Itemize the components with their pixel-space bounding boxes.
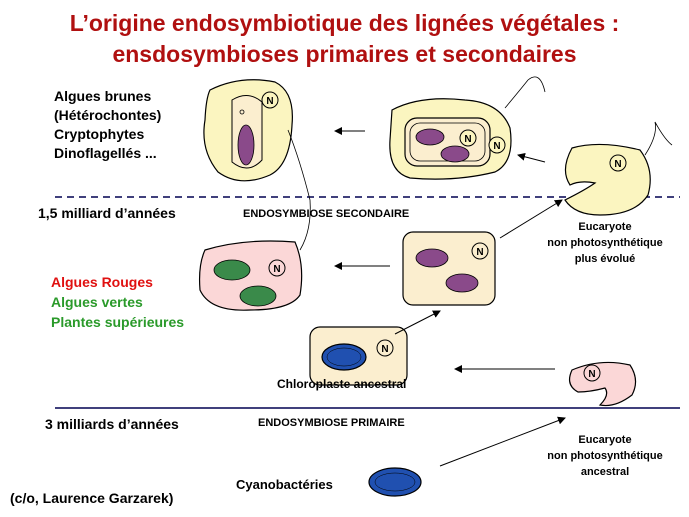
group-label-green-algae: Algues vertes [51,294,143,310]
arrow-euk-to-engulfing [517,152,546,163]
secondary-time-label: 1,5 milliard d’années [38,205,176,221]
title-line-1: L’origine endosymbiotique des lignées vé… [69,10,620,36]
credit-label: (c/o, Laurence Garzarek) [10,490,174,506]
primary-time-label: 3 milliards d’années [45,416,179,432]
svg-text:N: N [614,159,621,170]
nucleus-icon [261,91,279,109]
group-label-dinoflagellates: Dinoflagellés ... [54,145,157,161]
nucleus-icon [488,136,506,154]
primary-event-label: ENDOSYMBIOSE PRIMAIRE [258,417,405,429]
svg-text:N: N [266,96,273,107]
svg-text:N: N [588,369,595,380]
secondary-event-label: ENDOSYMBIOSE SECONDAIRE [243,208,410,220]
arrow-red-to-evolved [499,199,563,239]
group-label-brown-algae: Algues brunes [54,88,152,104]
nucleus-icon [268,259,286,277]
svg-text:N: N [273,264,280,275]
arrow-chloro-to-red [394,310,441,335]
ancestral-chloroplast-cell: N [309,326,408,386]
svg-text:N: N [381,344,388,355]
primary-alga-cell: N [198,240,303,311]
group-label-heterokonts: (Hétérochontes) [54,107,162,123]
brown-alga-cell: N [203,79,311,251]
ancestral-eukaryote-cell: N [568,361,637,407]
group-label-higher-plants: Plantes supérieures [51,314,185,330]
title-line-2: ensdosymbioses primaires et secondaires [112,41,577,67]
nucleus-icon [609,154,627,172]
nucleus-icon [583,364,601,382]
red-alga-host-cell: N [402,231,496,306]
nucleus-icon [459,129,477,147]
svg-text:N: N [493,141,500,152]
ancestral-eukaryote-label: Eucaryote non photosynthétique ancestral [547,434,663,478]
evolved-eukaryote-cell: N [564,121,673,216]
svg-text:N: N [476,247,483,258]
cyanobacterium [368,467,422,497]
svg-text:N: N [464,134,471,145]
secondary-engulfing-cell: N N [389,76,546,180]
group-label-cryptophytes: Cryptophytes [54,126,145,142]
arrow-cyano-to-euk [439,416,566,467]
evolved-eukaryote-label: Eucaryote non photosynthétique plus évol… [547,221,663,265]
cyano-label: Cyanobactéries [236,477,333,492]
nucleus-icon [471,242,489,260]
group-label-red-algae: Algues Rouges [51,274,153,290]
nucleus-icon [376,339,394,357]
chloroplast-label: Chloroplaste ancestral [277,377,407,391]
